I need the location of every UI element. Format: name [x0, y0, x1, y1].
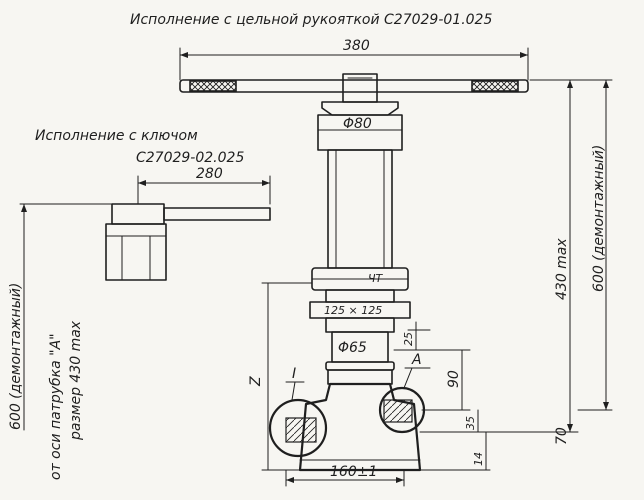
- valve-body: [268, 382, 426, 472]
- marker-A: A: [411, 352, 422, 368]
- note-line2: размер 430 max: [68, 320, 84, 441]
- collar: [311, 267, 409, 291]
- dim-flange-size: 125 × 125: [324, 304, 382, 317]
- dim-lower-diameter: Φ65: [338, 340, 367, 356]
- title-solid-handle: Исполнение с цельной рукояткой С27029-01…: [130, 12, 492, 28]
- dim-key-length: 280: [196, 166, 223, 182]
- note-line1: от оси патрубка "А": [48, 333, 64, 480]
- dim-width-base: 160±1: [330, 464, 377, 480]
- dim-25: 25: [402, 332, 415, 346]
- dim-35: 35: [464, 416, 477, 430]
- solid-handle: [179, 47, 529, 103]
- dim-dismount-left: 600 (демонтажный): [8, 283, 24, 430]
- dim-dismount-right: 600 (демонтажный): [591, 145, 607, 292]
- dim-90: 90: [446, 370, 462, 388]
- key-version: [105, 175, 271, 281]
- marker-I: I: [292, 366, 296, 382]
- dim-stem-diameter: Φ80: [343, 116, 372, 132]
- title-key-code: С27029-02.025: [136, 150, 244, 166]
- dim-14: 14: [472, 452, 485, 466]
- dim-handle-length: 380: [343, 38, 370, 54]
- dim-z-label: Z: [248, 376, 264, 387]
- dim-70: 70: [554, 427, 570, 445]
- label-ct: ЧТ: [368, 272, 384, 285]
- title-key-version: Исполнение с ключом: [35, 128, 198, 144]
- dim-max-height: 430 max: [554, 238, 570, 300]
